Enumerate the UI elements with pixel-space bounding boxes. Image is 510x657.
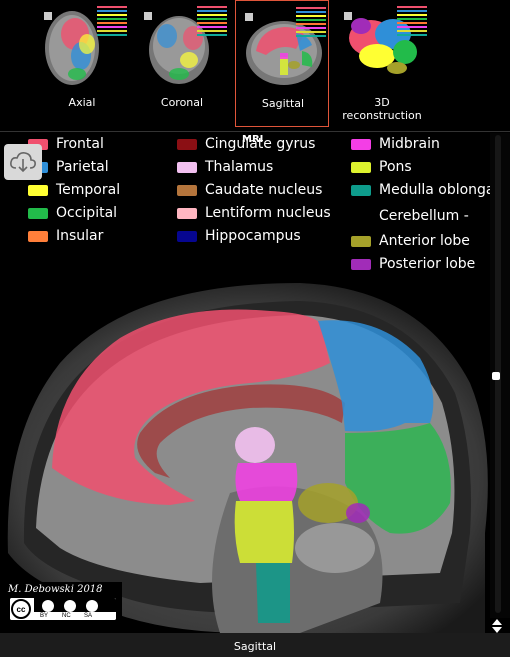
legend-item-midbrain: Midbrain: [351, 134, 440, 154]
legend-label: Posterior lobe: [379, 256, 476, 272]
legend-item-hippocampus: Hippocampus: [177, 226, 301, 246]
legend-label: Parietal: [56, 159, 109, 175]
download-button[interactable]: [4, 144, 42, 180]
mini-legend: [197, 6, 227, 38]
legend-item-anterior-lobe: Anterior lobe: [351, 231, 470, 251]
mini-legend: [97, 6, 127, 38]
thumb-label-3d-line2: reconstruction: [342, 109, 422, 122]
mini-legend: [296, 7, 326, 39]
legend-item-insular: Insular: [28, 226, 103, 246]
swatch-anterior-lobe: [351, 235, 371, 247]
view-thumbnail-strip: Axial Coronal: [0, 0, 510, 132]
legend-label: Midbrain: [379, 136, 440, 152]
legend-item-occipital: Occipital: [28, 203, 117, 223]
swatch-pons: [351, 161, 371, 173]
swatch-caudate: [177, 184, 197, 196]
legend-item-lentiform: Lentiform nucleus: [177, 203, 331, 223]
license-nc: NC: [62, 613, 71, 619]
svg-text:cc: cc: [17, 605, 26, 614]
legend-label: Thalamus: [205, 159, 274, 175]
thumb-label-3d-line1: 3D: [374, 96, 390, 109]
swatch-thalamus: [177, 161, 197, 173]
legend-label: Frontal: [56, 136, 104, 152]
legend-item-thalamus: Thalamus: [177, 157, 273, 177]
legend-label: Lentiform nucleus: [205, 205, 331, 221]
legend-label: Insular: [56, 228, 104, 244]
scrollbar-thumb[interactable]: [492, 372, 500, 380]
legend-item-pons: Pons: [351, 157, 412, 177]
legend-label: Caudate nucleus: [205, 182, 323, 198]
swatch-occipital: [28, 207, 48, 219]
mri-viewer[interactable]: [0, 133, 490, 633]
legend-item-cingulate: Cingulate gyrus: [177, 134, 315, 154]
thumb-3d-reconstruction[interactable]: 3D reconstruction: [335, 0, 429, 127]
license-by: BY: [40, 613, 49, 619]
legend-label: Cingulate gyrus: [205, 136, 316, 152]
swatch-lentiform: [177, 207, 197, 219]
legend-label: Hippocampus: [205, 228, 301, 244]
thumb-axial[interactable]: Axial: [35, 0, 129, 127]
thumb-label-coronal: Coronal: [160, 96, 204, 109]
sagittal-mri-image: [0, 133, 490, 633]
mini-legend: [397, 6, 427, 38]
swatch-cingulate: [177, 138, 197, 150]
legend-item-posterior-lobe: Posterior lobe: [351, 254, 475, 274]
scroll-arrows-icon[interactable]: [488, 616, 506, 636]
cloud-download-icon: [10, 152, 36, 173]
thumb-sagittal[interactable]: Sagittal: [235, 0, 329, 127]
mri-caption: MRI: [242, 134, 264, 145]
thumb-coronal[interactable]: Coronal: [135, 0, 229, 127]
legend-label: Occipital: [56, 205, 118, 221]
legend-label: Medulla oblongata: [379, 182, 509, 198]
cc-license-badge: cc: [10, 598, 116, 620]
swatch-insular: [28, 230, 48, 242]
legend-label: Temporal: [56, 182, 121, 198]
legend-item-temporal: Temporal: [28, 180, 120, 200]
legend-heading-cerebellum: Cerebellum -: [379, 208, 469, 224]
coronal-thumbnail-image: [139, 4, 225, 88]
legend-item-medulla: Medulla oblongata: [351, 180, 509, 200]
swatch-medulla: [351, 184, 371, 196]
swatch-posterior-lobe: [351, 258, 371, 270]
license-sa: SA: [84, 613, 93, 619]
legend-label: Anterior lobe: [379, 233, 470, 249]
swatch-temporal: [28, 184, 48, 196]
bottom-view-label: Sagittal: [0, 633, 510, 657]
credit-author: M. Debowski 2018: [8, 584, 103, 595]
legend-label: Pons: [379, 159, 412, 175]
credit-box: M. Debowski 2018 cc BY NC SA: [4, 582, 122, 622]
thumb-label-axial: Axial: [68, 96, 96, 109]
legend-item-caudate: Caudate nucleus: [177, 180, 322, 200]
thumb-label-sagittal: Sagittal: [261, 97, 305, 110]
swatch-hippocampus: [177, 230, 197, 242]
swatch-midbrain: [351, 138, 371, 150]
